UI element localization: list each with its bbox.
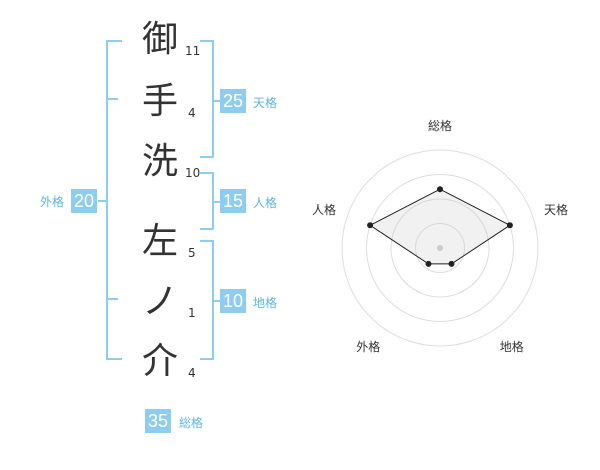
jinkaku-bracket-vertical xyxy=(212,172,214,230)
tenkaku-badge: 25 xyxy=(220,89,247,113)
gaikaku-label: 外格 xyxy=(40,195,65,209)
chikaku-bracket-bottom xyxy=(200,358,214,360)
name-char-3: 洗 xyxy=(141,141,178,182)
name-char-1: 御 xyxy=(141,19,178,60)
radar-chart xyxy=(341,149,539,347)
radar-ring-3 xyxy=(366,174,514,322)
gaikaku-bracket-tick-2 xyxy=(106,298,118,300)
jinkaku-badge: 15 xyxy=(220,189,247,213)
chikaku-bracket-vertical xyxy=(212,240,214,360)
name-char-6: 介 xyxy=(141,341,178,382)
jinkaku-bracket-top xyxy=(200,172,214,174)
gaikaku-badge: 20 xyxy=(71,189,98,213)
gaikaku-bracket-vertical xyxy=(106,40,108,360)
radar-axis-label-2: 天格 xyxy=(544,203,569,218)
radar-point-4 xyxy=(425,260,432,267)
tenkaku-bracket-bottom xyxy=(200,156,214,158)
stroke-count-1: 11 xyxy=(185,44,201,58)
name-char-5: ノ xyxy=(141,281,178,322)
gaikaku-bracket-top xyxy=(106,40,122,42)
gaikaku-bracket-bottom xyxy=(106,358,122,360)
stroke-count-6: 4 xyxy=(188,366,196,380)
name-char-2: 手 xyxy=(141,81,178,122)
radar-axis-label-1: 総格 xyxy=(428,119,453,133)
radar-point-2 xyxy=(506,222,513,229)
tenkaku-bracket-top xyxy=(200,40,214,42)
jinkaku-bracket-bottom xyxy=(200,228,214,230)
soukaku-badge: 35 xyxy=(145,409,172,433)
radar-data-points xyxy=(367,186,513,267)
radar-center-dot xyxy=(437,245,443,251)
radar-fill xyxy=(370,189,510,264)
gaikaku-bracket-tick-1 xyxy=(106,98,118,100)
radar-rings xyxy=(341,149,539,347)
radar-ring-1 xyxy=(415,223,465,273)
chikaku-bracket-top xyxy=(200,240,214,242)
soukaku-label: 総格 xyxy=(179,416,204,430)
tenkaku-bracket-connector xyxy=(214,100,220,102)
stroke-count-3: 10 xyxy=(185,166,201,180)
name-char-4: 左 xyxy=(141,221,178,262)
stroke-count-5: 1 xyxy=(188,306,196,320)
radar-point-3 xyxy=(448,260,455,267)
radar-point-1 xyxy=(437,186,443,193)
gaikaku-bracket-connector xyxy=(98,200,106,202)
radar-axis-label-5: 人格 xyxy=(311,203,336,218)
tenkaku-bracket-vertical xyxy=(212,40,214,158)
radar-ring-4 xyxy=(341,149,539,347)
radar-point-5 xyxy=(367,222,374,229)
jinkaku-label: 人格 xyxy=(253,196,278,210)
chikaku-badge: 10 xyxy=(220,289,247,313)
stroke-count-2: 4 xyxy=(188,106,196,120)
stroke-count-4: 5 xyxy=(188,246,196,260)
radar-data-polygon xyxy=(369,188,511,265)
chikaku-label: 地格 xyxy=(253,296,278,310)
jinkaku-bracket-connector xyxy=(214,201,220,203)
chikaku-bracket-connector xyxy=(214,300,220,302)
radar-ring-2 xyxy=(390,198,490,298)
radar-axis-label-3: 地格 xyxy=(499,339,524,354)
radar-axis-label-4: 外格 xyxy=(356,339,381,354)
tenkaku-label: 天格 xyxy=(253,96,278,110)
